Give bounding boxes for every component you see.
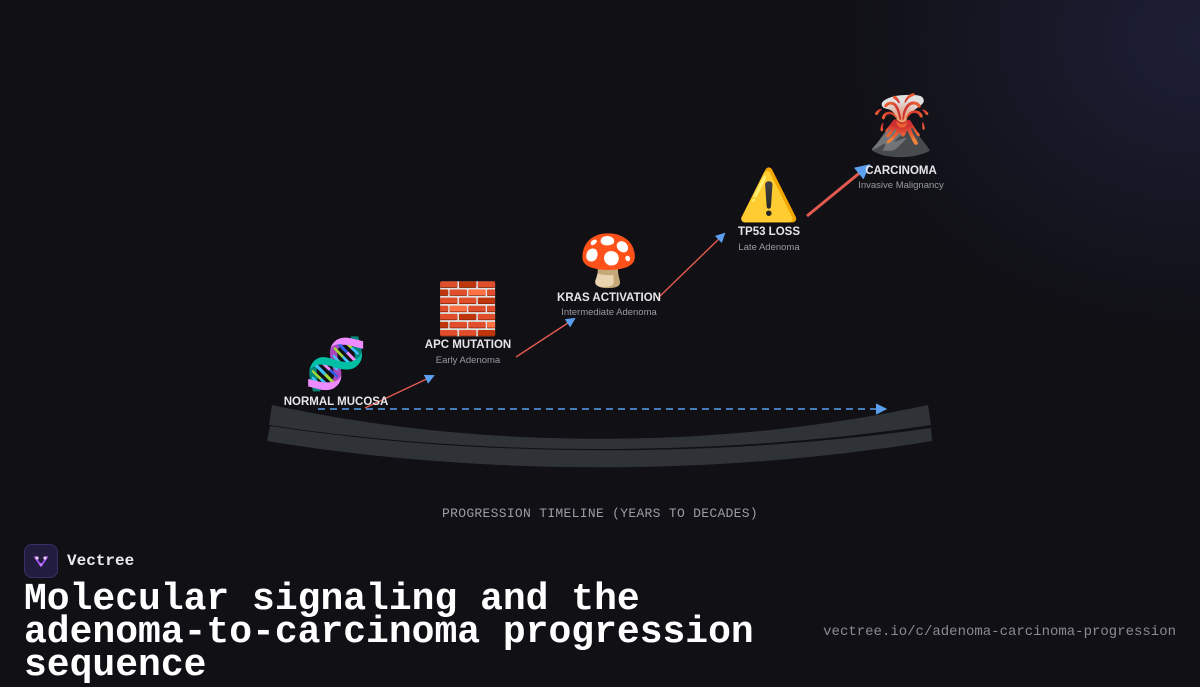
stage-apc-mutation: 🧱 APC MUTATION Early Adenoma bbox=[425, 280, 511, 366]
stage-subtitle: Invasive Malignancy bbox=[858, 180, 944, 191]
arrow-kras-to-tp53 bbox=[657, 232, 726, 299]
stage-title: TP53 LOSS bbox=[738, 226, 800, 238]
stage-subtitle: Late Adenoma bbox=[738, 242, 800, 253]
stage-title: KRAS ACTIVATION bbox=[557, 292, 661, 304]
tissue-layer-bottom bbox=[267, 426, 932, 468]
stage-tp53-loss: ⚠️ TP53 LOSS Late Adenoma bbox=[738, 166, 800, 253]
brick-wall-icon: 🧱 bbox=[437, 280, 499, 337]
stage-title: CARCINOMA bbox=[865, 165, 937, 177]
source-url[interactable]: vectree.io/c/adenoma-carcinoma-progressi… bbox=[823, 624, 1176, 640]
brand[interactable]: Vectree bbox=[24, 544, 134, 578]
stage-title: APC MUTATION bbox=[425, 339, 511, 351]
tissue-layer-top bbox=[269, 405, 931, 449]
stage-subtitle: Intermediate Adenoma bbox=[561, 307, 657, 318]
mushroom-icon: 🍄 bbox=[578, 232, 640, 289]
arrow-tp53-to-carcinoma bbox=[806, 164, 871, 218]
vectree-logo-icon bbox=[24, 544, 58, 578]
stage-carcinoma: 🌋 CARCINOMA Invasive Malignancy bbox=[858, 92, 944, 191]
stage-subtitle: Early Adenoma bbox=[436, 355, 501, 366]
timeline-label: PROGRESSION TIMELINE (YEARS TO DECADES) bbox=[442, 506, 758, 521]
volcano-icon: 🌋 bbox=[865, 92, 937, 158]
arrow-normal-to-apc bbox=[364, 374, 435, 409]
arrow-apc-to-kras bbox=[515, 317, 576, 358]
page-title: Molecular signaling and the adenoma-to-c… bbox=[24, 578, 754, 687]
warning-icon: ⚠️ bbox=[738, 166, 800, 223]
dna-icon: 🧬 bbox=[305, 334, 367, 394]
stage-title: NORMAL MUCOSA bbox=[284, 396, 389, 408]
brand-name: Vectree bbox=[67, 552, 135, 570]
stage-kras-activation: 🍄 KRAS ACTIVATION Intermediate Adenoma bbox=[557, 232, 661, 318]
stage-normal-mucosa: 🧬 NORMAL MUCOSA bbox=[284, 334, 389, 408]
